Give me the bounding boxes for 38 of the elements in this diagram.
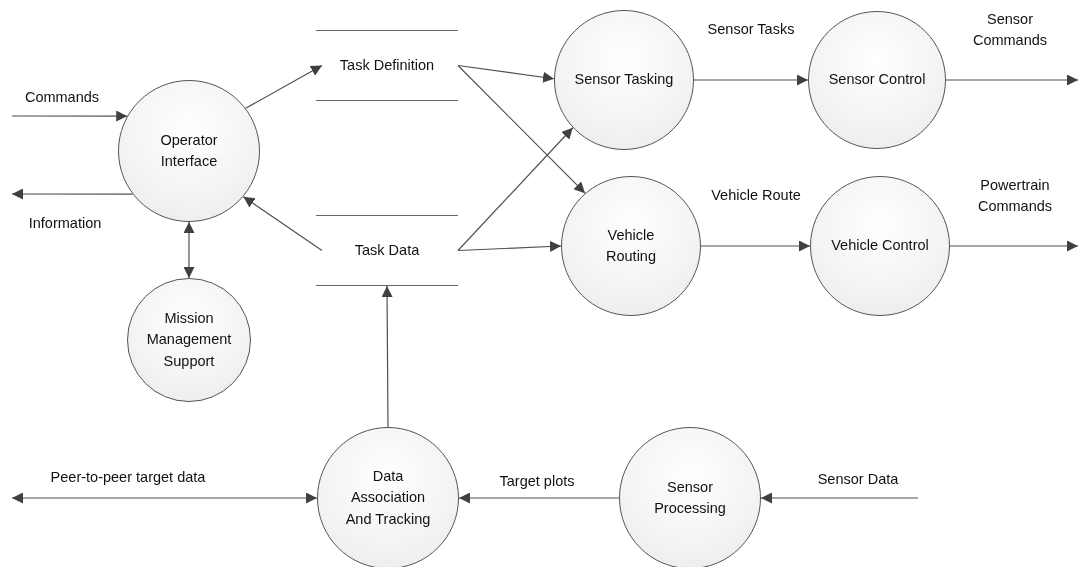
arrow: [945, 74, 1079, 86]
arrow: [458, 492, 620, 504]
process-label: Mission Management Support: [145, 309, 233, 371]
edge-label: Vehicle Route: [710, 186, 802, 206]
arrow: [700, 240, 811, 252]
edge-label: Powertrain Commands: [976, 176, 1054, 216]
arrow: [183, 221, 195, 279]
data-store: [316, 30, 458, 101]
store-label: Task Data: [353, 241, 421, 260]
arrow: [760, 492, 919, 504]
edge-label: Information: [28, 214, 102, 234]
edge-label: Peer-to-peer target data: [50, 468, 206, 488]
arrow: [457, 241, 562, 252]
edge-label: Commands: [24, 88, 100, 108]
process-label: Sensor Tasking: [573, 70, 675, 90]
data-store: [316, 215, 458, 286]
arrow: [11, 188, 134, 200]
process-label: Data Association And Tracking: [344, 467, 432, 529]
arrow: [693, 74, 809, 86]
arrow: [11, 110, 128, 122]
arrow: [242, 196, 323, 252]
arrow: [949, 240, 1079, 252]
store-label: Task Definition: [338, 56, 436, 75]
edge-label: Sensor Commands: [971, 10, 1049, 50]
process-label: Vehicle Routing: [605, 226, 657, 266]
arrow: [457, 64, 555, 83]
edge-label: Sensor Tasks: [706, 20, 796, 40]
process-label: Sensor Processing: [653, 478, 727, 518]
process-label: Operator Interface: [159, 131, 219, 171]
arrow: [381, 285, 393, 428]
process-label: Sensor Control: [827, 70, 927, 90]
arrow: [457, 127, 574, 252]
arrow: [457, 64, 586, 194]
edge-label: Target plots: [499, 472, 575, 492]
edge-label: Sensor Data: [817, 470, 899, 490]
arrow: [245, 64, 323, 109]
arrow: [11, 492, 318, 504]
process-label: Vehicle Control: [830, 236, 930, 256]
